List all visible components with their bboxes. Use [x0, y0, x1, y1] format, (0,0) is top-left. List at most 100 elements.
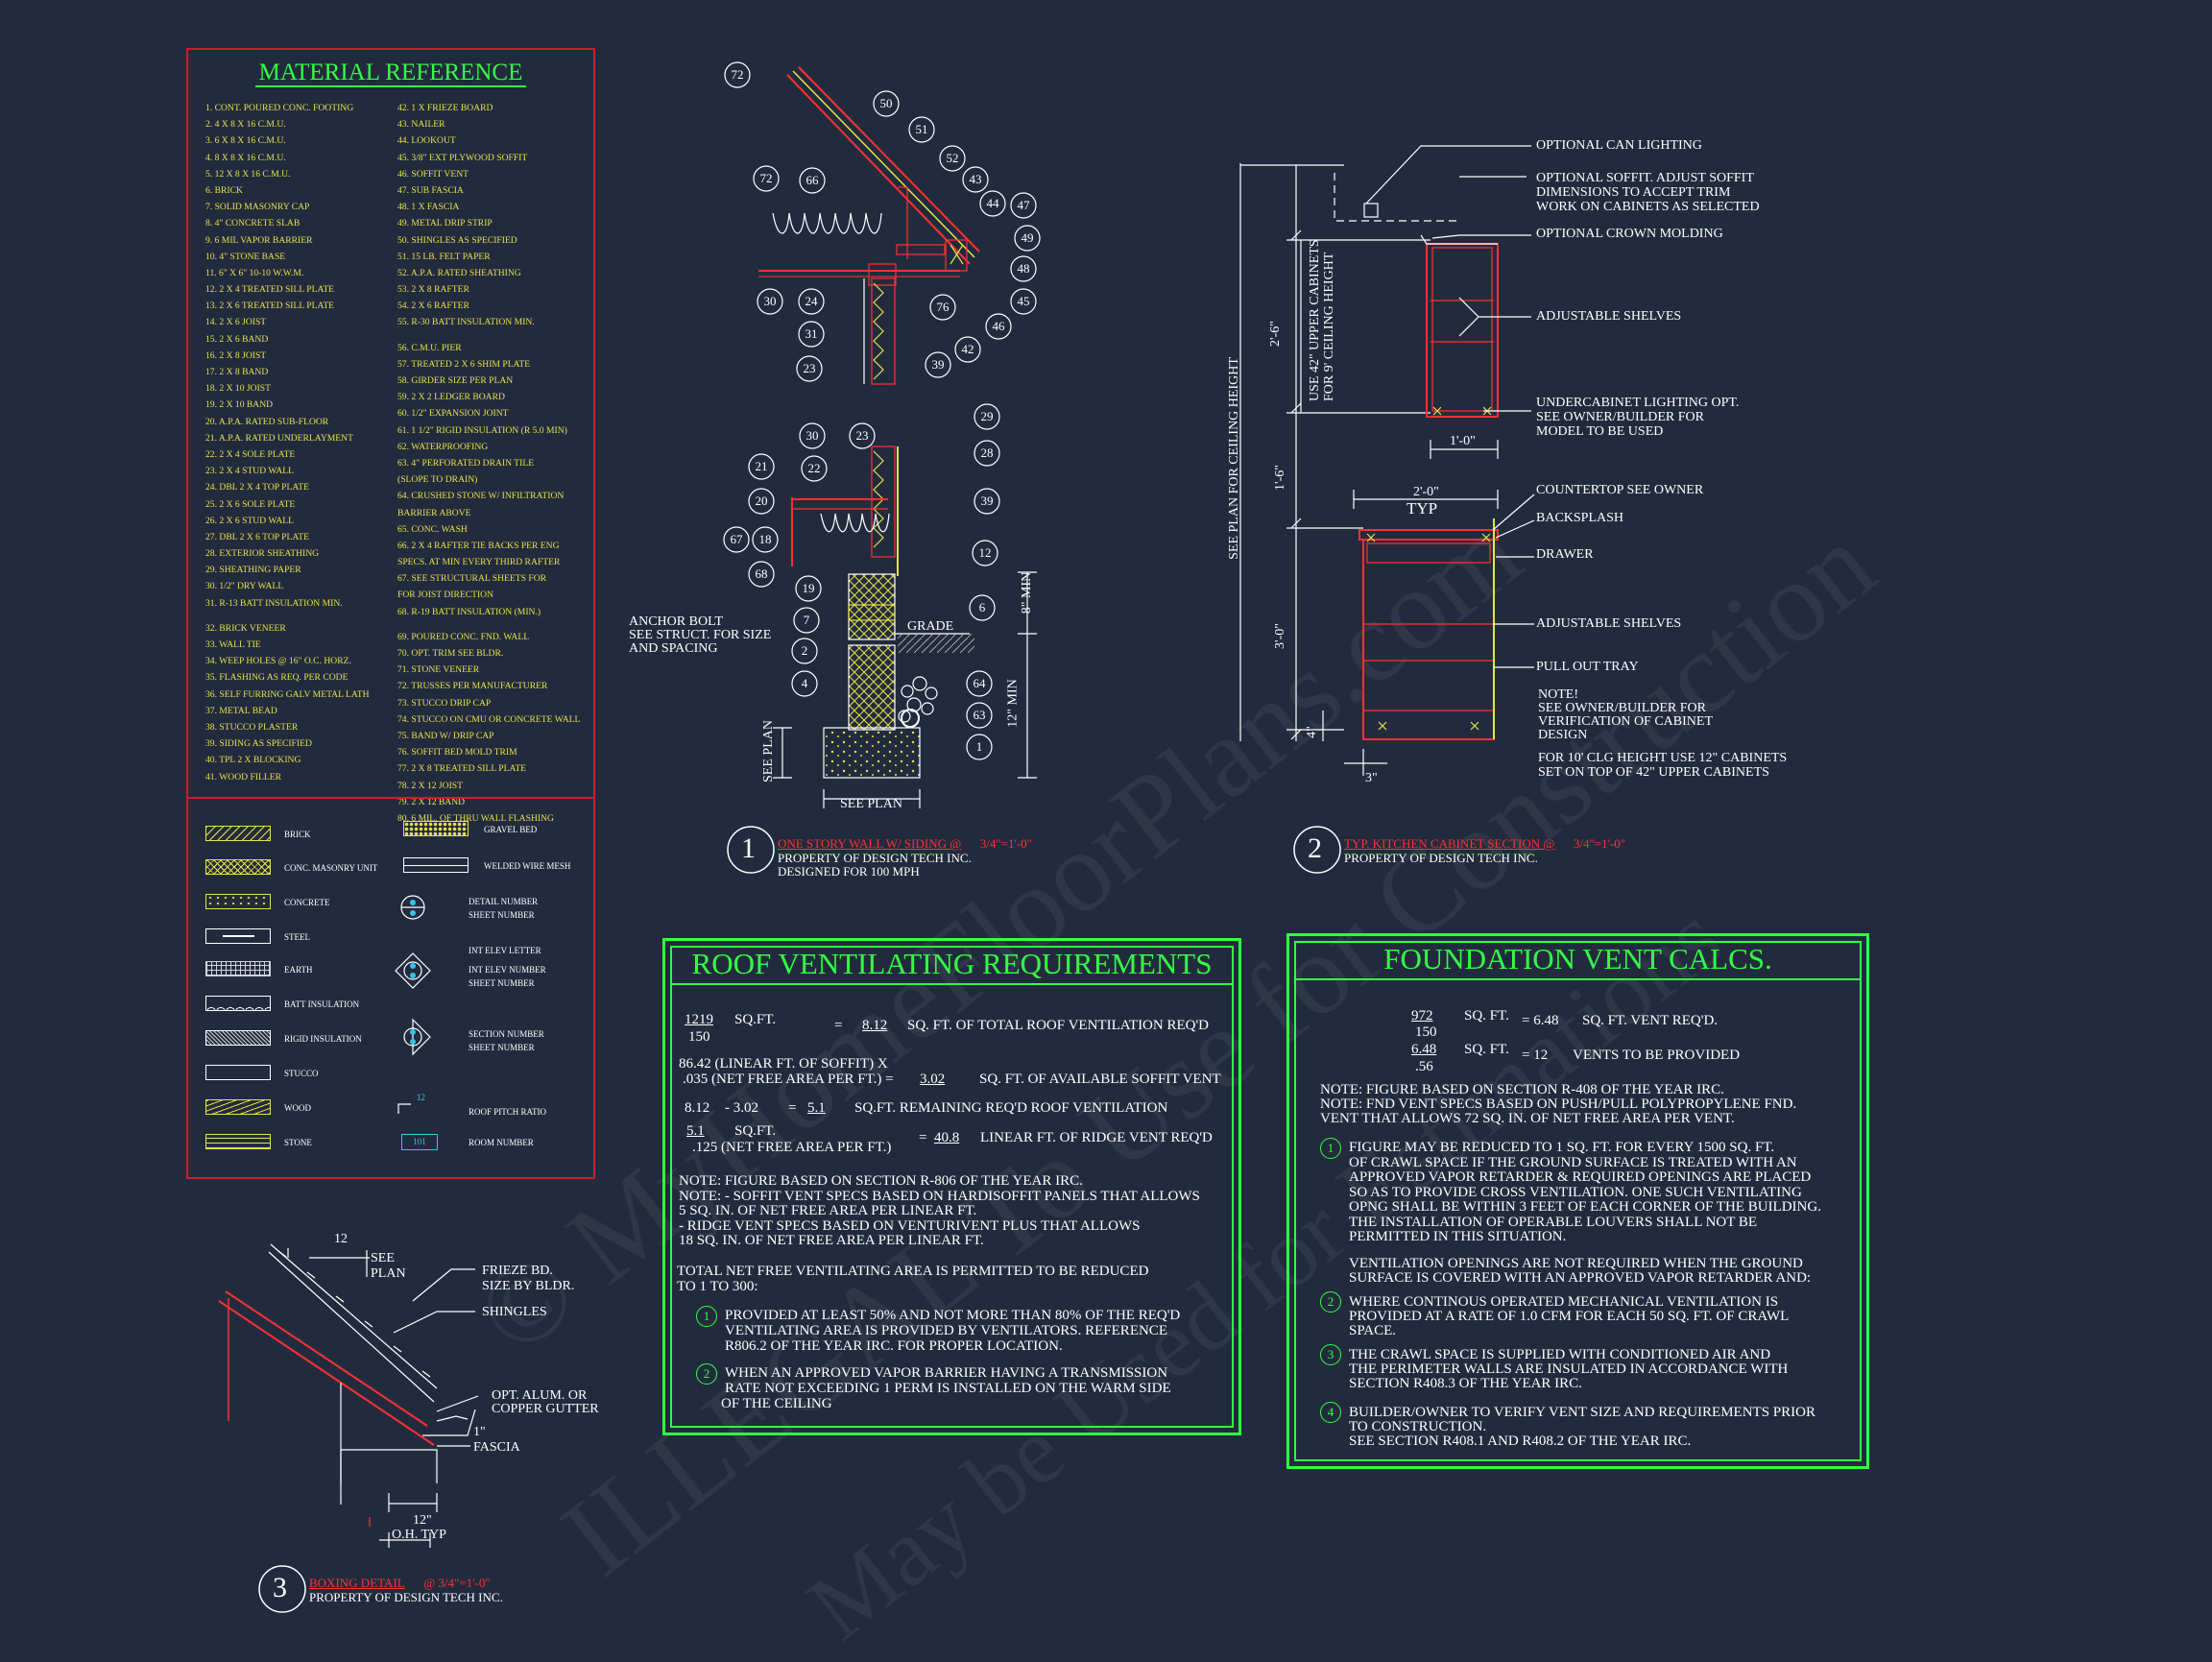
material-item: 24. DBL 2 X 4 TOP PLATE	[205, 482, 309, 494]
callout-circle	[757, 288, 783, 315]
swatch-gravel	[403, 821, 469, 836]
swatch-steel	[205, 928, 271, 944]
rv-r1-unit: SQ.FT.	[734, 1012, 777, 1027]
callout-circle	[966, 670, 993, 697]
fv-r1-den: 150	[1415, 1024, 1437, 1040]
fv-item3-l3: SECTION R408.3 OF THE YEAR IRC.	[1349, 1376, 1582, 1391]
callout-circle	[793, 607, 820, 634]
fv-item4-number: 4	[1320, 1402, 1341, 1423]
fv-item3-l1: THE CRAWL SPACE IS SUPPLIED WITH CONDITI…	[1349, 1347, 1771, 1362]
callout-number: 44	[986, 196, 999, 210]
fv-item1-line: SO AS TO PROVIDE CROSS VENTILATION. ONE …	[1349, 1184, 1802, 1200]
material-item: 13. 2 X 6 TREATED SILL PLATE	[205, 301, 335, 312]
cabinet-label: SEE OWNER/BUILDER FOR	[1536, 410, 1704, 424]
callout-circle	[795, 575, 822, 602]
rv-item1-l2: VENTILATING AREA IS PROVIDED BY VENTILAT…	[725, 1323, 1167, 1338]
fascia-label-1: 1"	[473, 1425, 486, 1439]
callout-circle	[724, 61, 751, 88]
swatch-batt	[205, 996, 271, 1011]
material-item: 36. SELF FURRING GALV METAL LATH	[205, 688, 370, 700]
material-item: 55. R-30 BATT INSULATION MIN.	[397, 317, 535, 328]
rv-r2-desc: SQ. FT. OF AVAILABLE SOFFIT VENT	[979, 1072, 1221, 1087]
legend-roof-pitch: ROOF PITCH RATIO	[469, 1107, 547, 1117]
detail2-property: PROPERTY OF DESIGN TECH INC.	[1344, 851, 1538, 865]
callout-number: 30	[805, 428, 819, 443]
rv-r3-eq: =	[788, 1100, 797, 1116]
callout-number: 52	[946, 151, 959, 165]
material-item: 63. 4" PERFORATED DRAIN TILE	[397, 457, 535, 469]
callout-number: 39	[931, 357, 945, 372]
callout-number: 23	[855, 428, 869, 443]
dim-1-6: 1'-6"	[1272, 465, 1287, 491]
callout-circle	[908, 116, 935, 143]
cabinet-label: ADJUSTABLE SHELVES	[1536, 616, 1682, 631]
callout-circle	[849, 422, 876, 449]
detail3-number: 3	[273, 1572, 287, 1603]
detail1-number: 1	[741, 832, 756, 864]
fv-r2-num: 6.48	[1411, 1042, 1437, 1057]
material-item: 58. GIRDER SIZE PER PLAN	[397, 375, 514, 386]
callout-number: 67	[730, 532, 743, 546]
rv-r2-val: 3.02	[920, 1072, 946, 1087]
see-plan-vertical: SEE PLAN	[760, 720, 776, 783]
cabinet-label: PULL OUT TRAY	[1536, 660, 1639, 674]
material-item: 19. 2 X 10 BAND	[205, 399, 274, 411]
material-reference-panel: MATERIAL REFERENCE 1. CONT. POURED CONC.…	[186, 48, 595, 1179]
material-item: 20. A.P.A. RATED SUB-FLOOR	[205, 416, 329, 427]
callout-circle	[974, 488, 1000, 515]
callout-number: 76	[936, 300, 950, 314]
material-item: 34. WEEP HOLES @ 16" O.C. HORZ.	[205, 656, 351, 667]
frieze-label-2: SIZE BY BLDR.	[482, 1279, 575, 1293]
cabinet-note: DESIGN	[1538, 728, 1588, 742]
swatch-rigid	[205, 1030, 271, 1046]
swatch-wood	[205, 1099, 271, 1115]
callout-circle	[979, 190, 1006, 217]
material-item: 37. METAL BEAD	[205, 705, 277, 716]
fv-item2-l2: PROVIDED AT A RATE OF 1.0 CFM FOR EACH 5…	[1349, 1309, 1790, 1324]
callout-circle	[799, 422, 826, 449]
callout-number: 23	[803, 361, 816, 375]
material-item: 45. 3/8" EXT PLYWOOD SOFFIT	[397, 152, 528, 163]
swatch-wire-mesh	[403, 857, 469, 873]
rv-r4-val: 40.8	[934, 1130, 960, 1145]
callout-circle	[791, 670, 818, 697]
material-item: SPECS. AT MIN EVERY THIRD RAFTER	[397, 557, 561, 568]
legend-wire-mesh: WELDED WIRE MESH	[484, 861, 571, 871]
material-item: 48. 1 X FASCIA	[397, 202, 460, 213]
dim-3: 3"	[1365, 771, 1378, 785]
cabinet-note: SEE OWNER/BUILDER FOR	[1538, 701, 1706, 715]
callout-circle	[962, 166, 989, 193]
ceiling-height-note: SEE PLAN FOR CEILING HEIGHT	[1226, 357, 1241, 560]
callout-circle	[723, 526, 750, 553]
rv-note-1: NOTE: FIGURE BASED ON SECTION R-806 OF T…	[679, 1173, 1083, 1189]
cabinet-note-10ft: SET ON TOP OF 42" UPPER CABINETS	[1538, 765, 1769, 780]
callout-number: 43	[969, 172, 982, 186]
material-item: BARRIER ABOVE	[397, 507, 471, 518]
gutter-label-2: COPPER GUTTER	[492, 1402, 599, 1416]
fv-item2-l3: SPACE.	[1349, 1323, 1397, 1338]
fv-r1-unit: SQ. FT.	[1464, 1008, 1509, 1024]
material-item: 28. EXTERIOR SHEATHING	[205, 548, 320, 560]
material-item: 74. STUCCO ON CMU OR CONCRETE WALL	[397, 713, 581, 725]
rv-total-2: TO 1 TO 300:	[677, 1279, 758, 1294]
detail1-designed: DESIGNED FOR 100 MPH	[778, 864, 920, 879]
material-item: 43. NAILER	[397, 119, 445, 131]
material-item: 4. 8 X 8 X 16 C.M.U.	[205, 152, 286, 163]
material-item: 39. SIDING AS SPECIFIED	[205, 738, 312, 750]
fv-item4-l3: SEE SECTION R408.1 AND R408.2 OF THE YEA…	[1349, 1433, 1692, 1449]
material-item: 26. 2 X 6 STUD WALL	[205, 515, 295, 526]
cabinet-label: DRAWER	[1536, 547, 1594, 562]
dim-3-0: 3'-0"	[1272, 623, 1287, 649]
cabinet-label: OPTIONAL CAN LIGHTING	[1536, 138, 1702, 153]
legend-batt: BATT INSULATION	[284, 1000, 360, 1009]
rv-item2-l1: WHEN AN APPROVED VAPOR BARRIER HAVING A …	[725, 1365, 1168, 1381]
material-item: 78. 2 X 12 JOIST	[397, 780, 463, 791]
callout-number: 20	[755, 494, 768, 508]
roof-vent-panel: ROOF VENTILATING REQUIREMENTS 1219 150 S…	[662, 938, 1241, 1435]
material-item: 77. 2 X 8 TREATED SILL PLATE	[397, 763, 527, 775]
rv-item1-l3: R806.2 OF THE YEAR IRC. FOR PROPER LOCAT…	[725, 1338, 1063, 1354]
rv-item1-number: 1	[696, 1306, 717, 1327]
legend-int-elev-number: INT ELEV NUMBER	[469, 965, 546, 975]
material-item: 38. STUCCO PLASTER	[205, 721, 299, 733]
fv-r1-eq: = 6.48	[1522, 1013, 1559, 1028]
